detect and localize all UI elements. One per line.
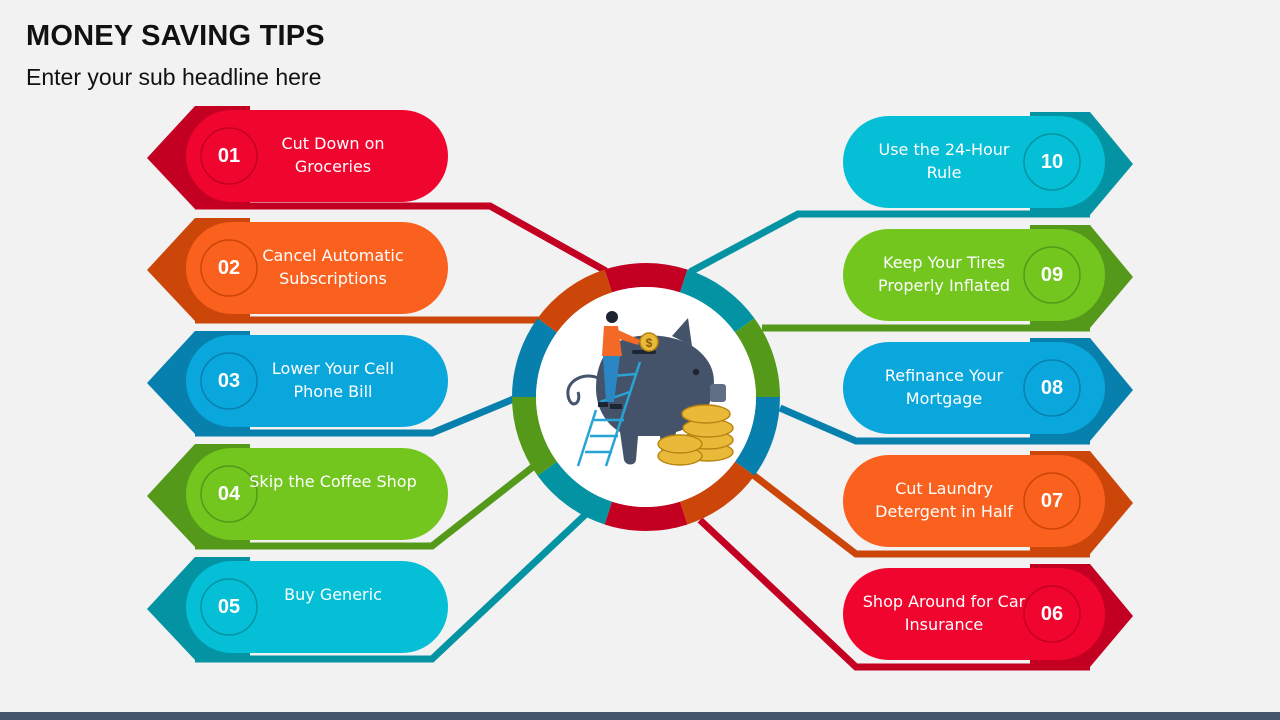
tip-text: Shop Around for Car Insurance	[862, 592, 1026, 634]
tip-text: Cut Laundry Detergent in Half	[875, 479, 1013, 521]
tip-tile-06	[843, 564, 1133, 667]
tip-number-circle-09	[1023, 246, 1081, 304]
tip-text: Keep Your Tires Properly Inflated	[878, 253, 1010, 295]
tip-text: Lower Your Cell Phone Bill	[271, 359, 395, 401]
tip-text: Skip the Coffee Shop	[249, 472, 417, 491]
tip-tile-09	[843, 225, 1133, 328]
tip-number: 02	[217, 257, 241, 279]
connector-line-10	[688, 210, 1090, 276]
tip-pill-01	[186, 110, 448, 202]
tip-number-circle-10	[1023, 133, 1081, 191]
connector-line-05	[195, 512, 588, 663]
tip-number: 09	[1040, 264, 1064, 286]
tip-number: 10	[1040, 151, 1064, 173]
ring-segment-06	[604, 501, 688, 531]
tip-tile-07	[843, 451, 1133, 554]
tip-number-circle-02	[200, 239, 258, 297]
tip-tiles	[147, 106, 1133, 667]
tip-number-circle-05	[200, 578, 258, 636]
ring-segment-01	[604, 263, 688, 293]
connector-line-04	[195, 460, 541, 550]
tip-text: Buy Generic	[284, 585, 382, 604]
piggy-bank-icon: $	[566, 311, 734, 467]
ring-segment-09	[734, 318, 780, 398]
tip-text: Refinance Your Mortgage	[884, 366, 1004, 408]
tip-text: Use the 24-Hour Rule	[878, 140, 1010, 182]
ring-segment-04	[512, 396, 558, 476]
tip-number: 08	[1040, 377, 1064, 399]
tip-pill-03	[186, 335, 448, 427]
tip-pill-05	[186, 561, 448, 653]
ring-segment-07	[679, 461, 755, 525]
connector-line-06	[697, 517, 1090, 671]
ring-segment-08	[734, 396, 780, 476]
tip-number-circle-07	[1023, 472, 1081, 530]
connector-line-01	[195, 202, 608, 275]
ring-segment-10	[679, 269, 755, 333]
tip-tile-04	[147, 444, 448, 547]
tip-text: Cancel Automatic Subscriptions	[262, 246, 404, 288]
tip-number-circle-03	[200, 352, 258, 410]
ring-segment-02	[537, 269, 613, 333]
tip-tile-02	[147, 218, 448, 321]
tip-tile-03	[147, 331, 448, 434]
connector-lines	[195, 202, 1090, 671]
connector-line-08	[778, 404, 1090, 445]
page-subtitle: Enter your sub headline here	[26, 64, 322, 90]
tip-tile-01	[147, 106, 448, 209]
tip-tile-10	[843, 112, 1133, 215]
tip-number: 04	[217, 483, 241, 505]
tip-number: 05	[217, 596, 241, 618]
connector-line-03	[195, 394, 518, 437]
ring-segment-03	[512, 318, 558, 398]
connector-line-07	[749, 471, 1090, 558]
tip-number-circle-04	[200, 465, 258, 523]
tip-pill-02	[186, 222, 448, 314]
tip-tile-08	[843, 338, 1133, 441]
footer-bar	[0, 712, 1280, 720]
tip-number: 03	[217, 370, 241, 392]
tip-number: 07	[1040, 490, 1064, 512]
tip-number: 01	[217, 145, 241, 167]
tip-number: 06	[1040, 603, 1064, 625]
tip-number-circle-01	[200, 127, 258, 185]
tip-tile-05	[147, 557, 448, 660]
tip-number-circle-08	[1023, 359, 1081, 417]
tip-number-circle-06	[1023, 585, 1081, 643]
coin-symbol: $	[646, 336, 653, 350]
tip-pill-04	[186, 448, 448, 540]
tip-text: Cut Down on Groceries	[281, 134, 385, 176]
ring-segment-05	[537, 461, 613, 525]
center-ring	[512, 263, 780, 531]
page-title: MONEY SAVING TIPS	[26, 20, 325, 52]
